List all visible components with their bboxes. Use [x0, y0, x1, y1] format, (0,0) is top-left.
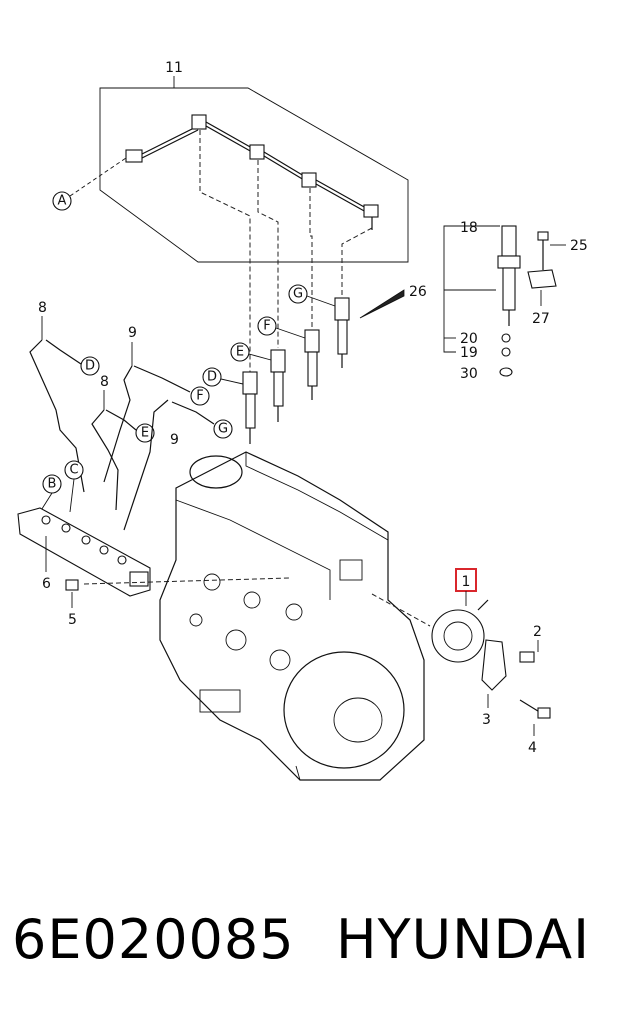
clamp-icon	[527, 269, 557, 289]
callout-9-upper: 9	[128, 325, 137, 341]
vacuum-pump-icon	[431, 609, 485, 663]
hose-tee	[249, 144, 265, 160]
ref-letter-g: G	[293, 287, 303, 302]
ref-circle-a	[52, 191, 72, 211]
common-rail: 6 5	[17, 507, 291, 628]
ref-letter-a: A	[58, 194, 67, 209]
footer: 6E020085 HYUNDAI	[0, 895, 620, 985]
ref-letter-d2: D	[85, 359, 95, 374]
injector-1	[242, 371, 258, 444]
parts-diagram: 11 A 18 20 19 30 26 25 27	[17, 60, 588, 781]
callout-30: 30	[460, 366, 478, 382]
fuel-lines: 8 D 9 F 8 E 9 G C B	[29, 300, 233, 531]
bracket-icon	[481, 639, 507, 691]
injector-3	[304, 329, 320, 400]
callout-18: 18	[460, 220, 478, 236]
callout-20: 20	[460, 331, 478, 347]
bolt-icon	[519, 651, 535, 663]
bolt-icon	[537, 707, 551, 719]
injector-body	[501, 225, 517, 257]
callout-3: 3	[482, 712, 491, 728]
rail-icon	[17, 507, 151, 597]
bolt-icon	[65, 579, 79, 591]
o-ring-icon	[501, 333, 511, 343]
hose-end	[363, 204, 379, 218]
injectors: D E F G	[202, 284, 350, 444]
callout-27: 27	[532, 311, 550, 327]
callout-26: 26	[409, 284, 427, 300]
injector-4	[334, 297, 350, 368]
o-ring-icon	[501, 347, 511, 357]
callout-2: 2	[533, 624, 542, 640]
callout-1: 1	[462, 574, 471, 590]
callout-9-lower: 9	[170, 432, 179, 448]
callout-4: 4	[528, 740, 537, 756]
callout-8-upper: 8	[38, 300, 47, 316]
callout-5: 5	[68, 612, 77, 628]
callout-8-lower: 8	[100, 374, 109, 390]
ref-letter-f: F	[263, 319, 270, 334]
ref-letter-d: D	[207, 370, 217, 385]
washer-icon	[499, 367, 513, 377]
oil-cap-icon	[189, 455, 243, 489]
brand-name: HYUNDAI	[336, 908, 591, 971]
return-hose-box: 11	[99, 60, 409, 372]
ref-letter-e: E	[236, 345, 244, 360]
callout-25: 25	[570, 238, 588, 254]
ref-letter-b: B	[48, 477, 57, 492]
callout-6: 6	[42, 576, 51, 592]
ref-letter-e2: E	[141, 426, 149, 441]
hose-connector	[125, 149, 143, 163]
bolt-icon	[537, 231, 549, 241]
hose-tee	[301, 172, 317, 188]
callout-19: 19	[460, 345, 478, 361]
flywheel-housing	[283, 651, 405, 769]
part-number: 6E020085	[12, 908, 295, 971]
ref-letter-g2: G	[218, 422, 228, 437]
vacuum-pump-group: 1 2 3 4	[371, 568, 551, 756]
engine-block	[159, 451, 425, 781]
injector-2	[270, 349, 286, 422]
ref-letter-c: C	[69, 463, 78, 478]
injector-detail: 18 20 19 30 26 25 27	[359, 220, 588, 382]
callout-11: 11	[165, 60, 183, 76]
hose-tee	[191, 114, 207, 130]
ref-letter-f2: F	[196, 389, 203, 404]
